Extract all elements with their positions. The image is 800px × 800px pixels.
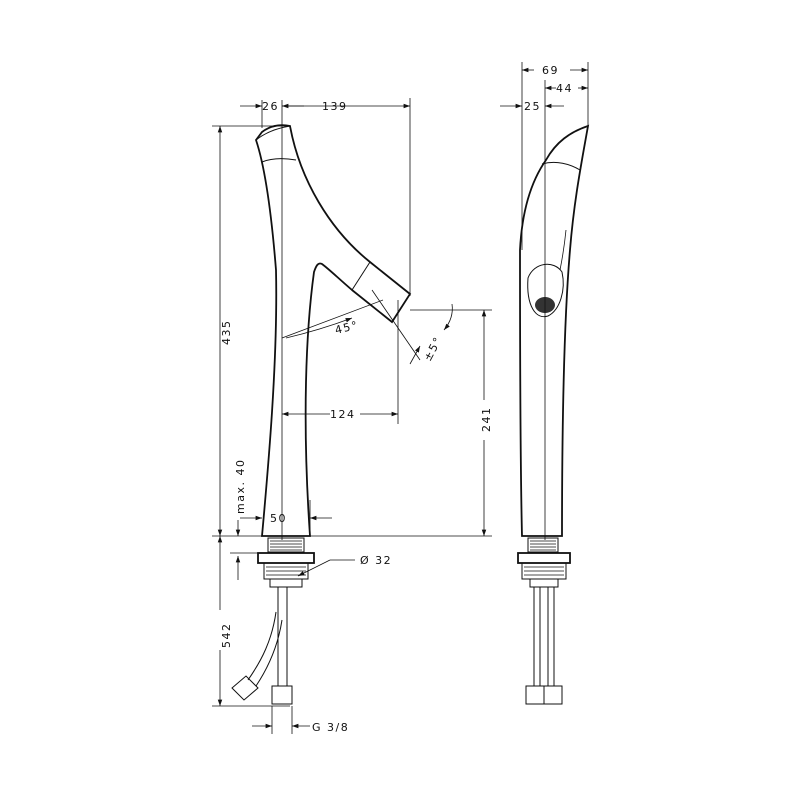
hose-bent [247,611,277,681]
dim-44: 44 [556,82,573,95]
side-view [517,100,590,705]
dim-50: 50 [270,512,287,525]
head-band [261,158,297,163]
angle-ref-line [281,299,384,339]
side-body-outline [519,124,590,537]
dim-26: 26 [262,100,279,113]
side-base-washer [529,578,559,588]
base-nut-hatch [266,566,306,576]
aerator-axis [371,289,421,361]
hose-fitting-bent [231,675,259,701]
dim-139: 139 [322,100,348,113]
front-dimensions: 26 139 435 max. 40 50 124 241 [212,98,493,734]
side-head-band [541,161,581,171]
aerator-band [351,261,371,291]
dim-angle-5: ±5° [421,334,445,363]
dim-angle-45: 45° [334,318,360,336]
dim-g-3-8: G 3/8 [312,721,349,734]
dim-dia-32: Ø 32 [360,554,392,567]
side-dimensions: 69 44 25 [500,62,589,250]
dim-542: 542 [220,623,233,649]
hose-bent-2 [255,619,283,687]
head-top [255,125,291,141]
faucet-body-outline [254,124,412,537]
front-view [231,100,421,705]
base-collar [267,537,305,553]
base-collar-hatch [270,540,302,551]
side-hose-fitting-2 [543,685,563,705]
side-base-nut-hatch [524,566,564,576]
base-washer [269,578,303,588]
dim-25: 25 [524,100,541,113]
dim-241: 241 [480,407,493,433]
side-hose-fitting-1 [525,685,545,705]
side-base-collar [527,537,559,553]
dim-max40: max. 40 [234,459,247,514]
base-flange [257,552,315,564]
side-base-hatch [530,540,556,551]
dim-435: 435 [220,320,233,346]
dim-124: 124 [330,408,356,421]
side-base-flange [517,552,571,564]
dim-69: 69 [542,64,559,77]
side-spray-head [527,263,564,318]
hose-fitting-straight [271,685,293,705]
side-hose-line [559,229,567,271]
